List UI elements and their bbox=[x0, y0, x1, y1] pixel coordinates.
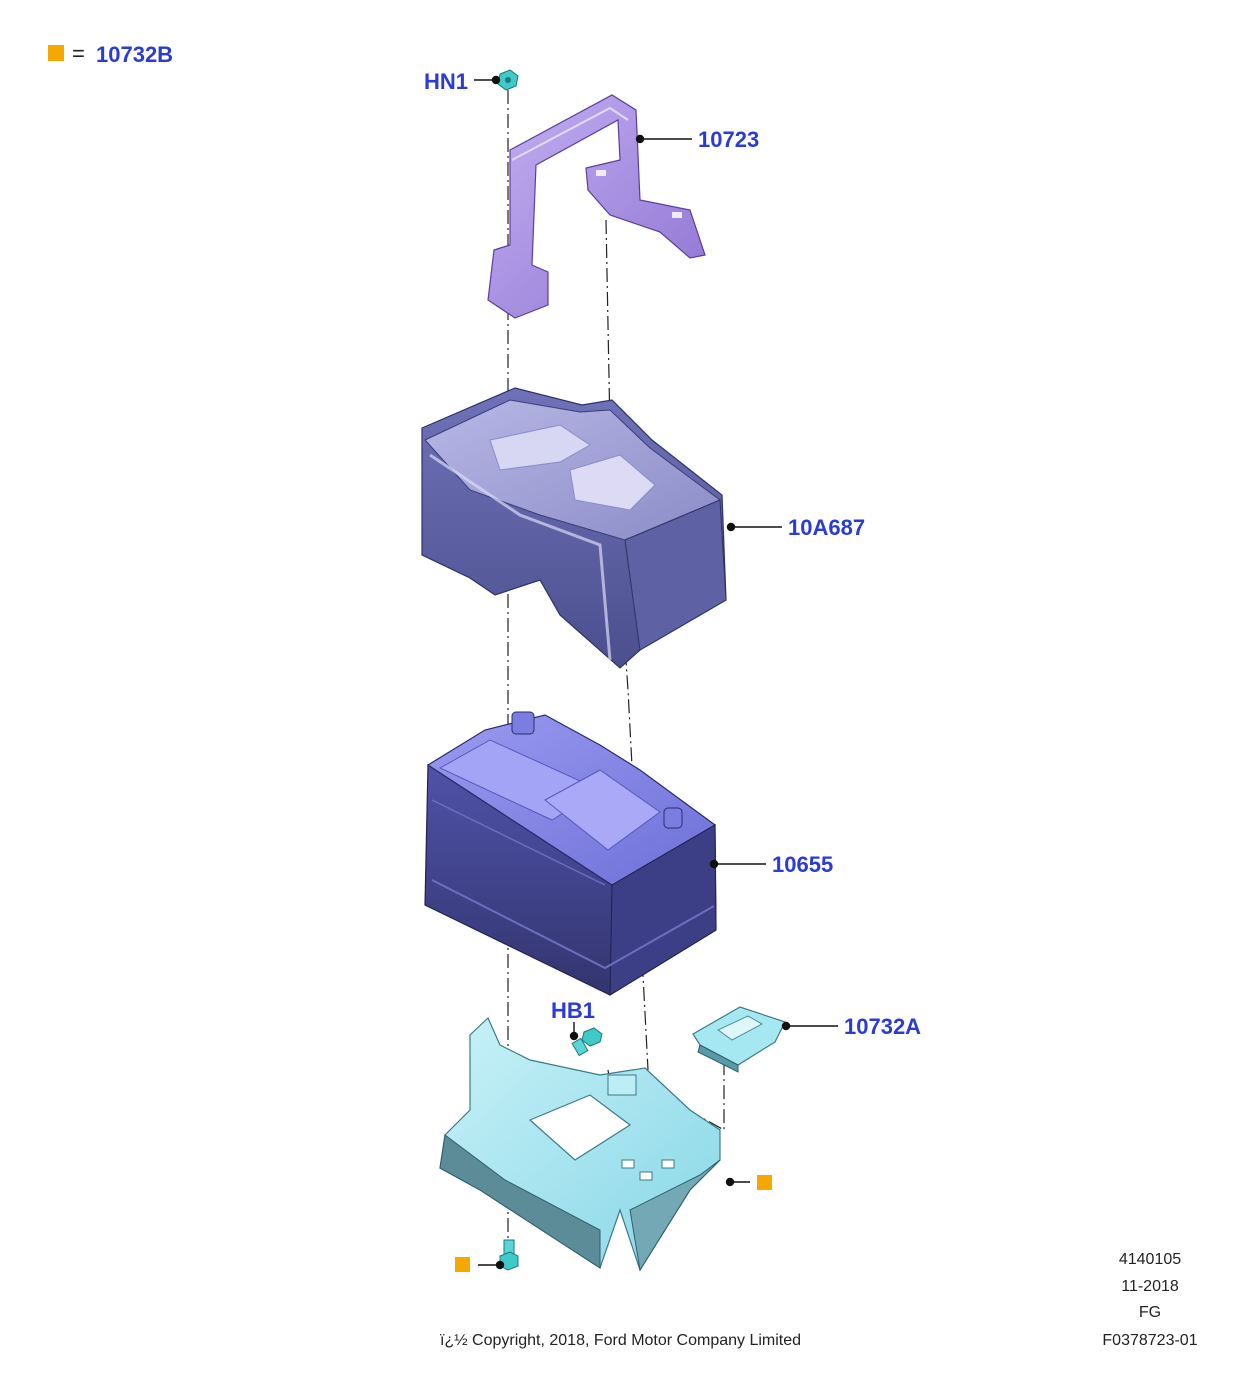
legend-equals: = bbox=[72, 41, 85, 66]
bolt-hb1-icon bbox=[571, 1027, 603, 1057]
marker-10732b-icon bbox=[455, 1257, 470, 1272]
callout-clamp: 10732A bbox=[844, 1014, 921, 1039]
callout-hn1: HN1 bbox=[424, 69, 468, 94]
nut-hn1-icon bbox=[497, 69, 519, 91]
diagram-code: FG bbox=[1138, 1304, 1162, 1321]
marker-10732b-icon bbox=[757, 1175, 772, 1190]
legend: = 10732B bbox=[48, 41, 173, 67]
battery-cover bbox=[421, 387, 727, 669]
callout-hb1: HB1 bbox=[551, 998, 595, 1023]
battery bbox=[424, 711, 717, 996]
diagram-date: 11-2018 bbox=[1121, 1278, 1179, 1295]
battery-tray bbox=[439, 1016, 721, 1272]
ref-number: 4140105 bbox=[1118, 1251, 1182, 1268]
figure-id: F0378723-01 bbox=[1102, 1332, 1198, 1349]
copyright-notice: ï¿½ Copyright, 2018, Ford Motor Company … bbox=[440, 1332, 802, 1349]
legend-part-number: 10732B bbox=[96, 42, 173, 67]
clamp-bracket bbox=[692, 1006, 786, 1073]
hold-down-strap bbox=[487, 94, 706, 319]
legend-marker-icon bbox=[48, 45, 64, 61]
leader-lines bbox=[474, 75, 838, 1270]
callout-battery: 10655 bbox=[772, 852, 833, 877]
callout-cover: 10A687 bbox=[788, 515, 865, 540]
callout-strap: 10723 bbox=[698, 127, 759, 152]
